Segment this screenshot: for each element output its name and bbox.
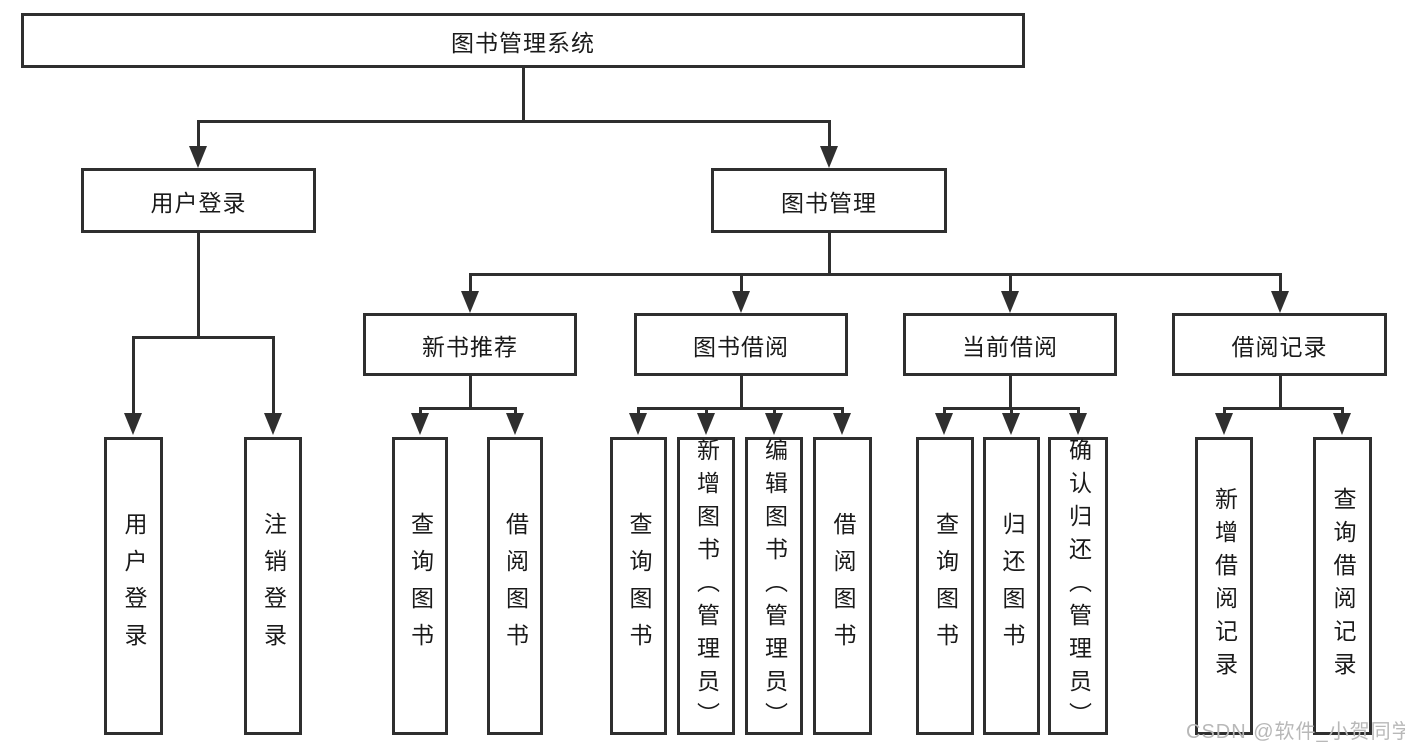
leaf-borrow-books: 借阅图书 xyxy=(813,437,872,735)
connector-rail xyxy=(637,407,844,410)
arrowhead-down-icon xyxy=(1271,291,1289,313)
node-book-borrowing: 图书借阅 xyxy=(634,313,848,376)
connector-drop xyxy=(1341,407,1344,417)
node-label: 归还图书 xyxy=(999,512,1025,660)
node-label: 查询借阅记录 xyxy=(1330,487,1356,685)
node-label: 编辑图书（管理员） xyxy=(761,437,788,735)
connector-drop xyxy=(740,273,743,295)
leaf-query-borrow-record: 查询借阅记录 xyxy=(1313,437,1372,735)
arrowhead-down-icon xyxy=(189,146,207,168)
connector-drop xyxy=(1223,407,1226,417)
node-label: 用户登录 xyxy=(121,512,147,660)
arrowhead-down-icon xyxy=(506,413,524,435)
connector-rail xyxy=(197,120,831,123)
node-borrowing-records: 借阅记录 xyxy=(1172,313,1387,376)
arrowhead-down-icon xyxy=(1215,413,1233,435)
node-label: 借阅记录 xyxy=(1231,333,1328,360)
arrowhead-down-icon xyxy=(1069,413,1087,435)
node-label: 图书管理系统 xyxy=(451,29,595,56)
arrowhead-down-icon xyxy=(411,413,429,435)
leaf-user-login: 用户登录 xyxy=(104,437,163,735)
node-current-borrowing: 当前借阅 xyxy=(903,313,1117,376)
node-label: 查询图书 xyxy=(407,512,434,660)
connector-drop xyxy=(1279,273,1282,295)
connector-drop xyxy=(272,336,275,417)
connector-drop xyxy=(828,120,831,150)
connector-drop xyxy=(1010,407,1013,417)
node-label: 图书借阅 xyxy=(693,333,789,360)
arrowhead-down-icon xyxy=(1001,291,1019,313)
arrowhead-down-icon xyxy=(765,413,783,435)
node-label: 借阅图书 xyxy=(830,512,856,660)
leaf-return-books: 归还图书 xyxy=(983,437,1040,735)
leaf-query-books-recommend: 查询图书 xyxy=(392,437,448,735)
connector-drop xyxy=(773,407,776,417)
node-book-management: 图书管理 xyxy=(711,168,947,233)
leaf-add-borrow-record: 新增借阅记录 xyxy=(1195,437,1253,735)
node-label: 新增图书（管理员） xyxy=(693,437,720,735)
connector-rail xyxy=(419,407,517,410)
node-label: 当前借阅 xyxy=(962,333,1058,360)
node-label: 图书管理 xyxy=(781,189,877,216)
connector-rail xyxy=(132,336,275,339)
leaf-query-books-current: 查询图书 xyxy=(916,437,974,735)
connector-stem xyxy=(469,376,472,407)
node-label: 新增借阅记录 xyxy=(1211,487,1238,685)
connector-drop xyxy=(469,273,472,295)
connector-drop xyxy=(419,407,422,417)
node-new-book-recommend: 新书推荐 xyxy=(363,313,577,376)
connector-stem xyxy=(197,233,200,336)
arrowhead-down-icon xyxy=(697,413,715,435)
arrowhead-down-icon xyxy=(935,413,953,435)
leaf-borrow-books-recommend: 借阅图书 xyxy=(487,437,543,735)
arrowhead-down-icon xyxy=(264,413,282,435)
connector-stem xyxy=(522,68,525,120)
node-label: 新书推荐 xyxy=(422,333,518,360)
node-user-login: 用户登录 xyxy=(81,168,316,233)
connector-drop xyxy=(132,336,135,417)
node-label: 查询图书 xyxy=(932,512,959,660)
connector-drop xyxy=(943,407,946,417)
node-library-management-system: 图书管理系统 xyxy=(21,13,1025,68)
node-label: 确认归还（管理员） xyxy=(1065,437,1092,735)
connector-rail xyxy=(469,273,1282,276)
connector-stem xyxy=(740,376,743,407)
connector-drop xyxy=(1009,273,1012,295)
node-label: 用户登录 xyxy=(150,189,247,216)
connector-drop xyxy=(637,407,640,417)
leaf-query-books-borrow: 查询图书 xyxy=(610,437,667,735)
node-label: 查询图书 xyxy=(626,512,652,660)
connector-drop xyxy=(841,407,844,417)
node-label: 借阅图书 xyxy=(502,512,529,660)
arrowhead-down-icon xyxy=(461,291,479,313)
leaf-confirm-return-admin: 确认归还（管理员） xyxy=(1048,437,1108,735)
connector-stem xyxy=(1279,376,1282,407)
connector-drop xyxy=(197,120,200,150)
connector-drop xyxy=(705,407,708,417)
connector-stem xyxy=(828,233,831,273)
arrowhead-down-icon xyxy=(629,413,647,435)
arrowhead-down-icon xyxy=(820,146,838,168)
arrowhead-down-icon xyxy=(1333,413,1351,435)
connector-stem xyxy=(1009,376,1012,407)
connector-drop xyxy=(514,407,517,417)
arrowhead-down-icon xyxy=(732,291,750,313)
csdn-watermark: CSDN @软件_小贺同学 xyxy=(1186,721,1405,743)
arrowhead-down-icon xyxy=(124,413,142,435)
leaf-add-books-admin: 新增图书（管理员） xyxy=(677,437,735,735)
connector-rail xyxy=(1223,407,1344,410)
leaf-logout: 注销登录 xyxy=(244,437,302,735)
arrowhead-down-icon xyxy=(1002,413,1020,435)
arrowhead-down-icon xyxy=(833,413,851,435)
leaf-edit-books-admin: 编辑图书（管理员） xyxy=(745,437,803,735)
node-label: 注销登录 xyxy=(260,512,287,660)
connector-drop xyxy=(1077,407,1080,417)
